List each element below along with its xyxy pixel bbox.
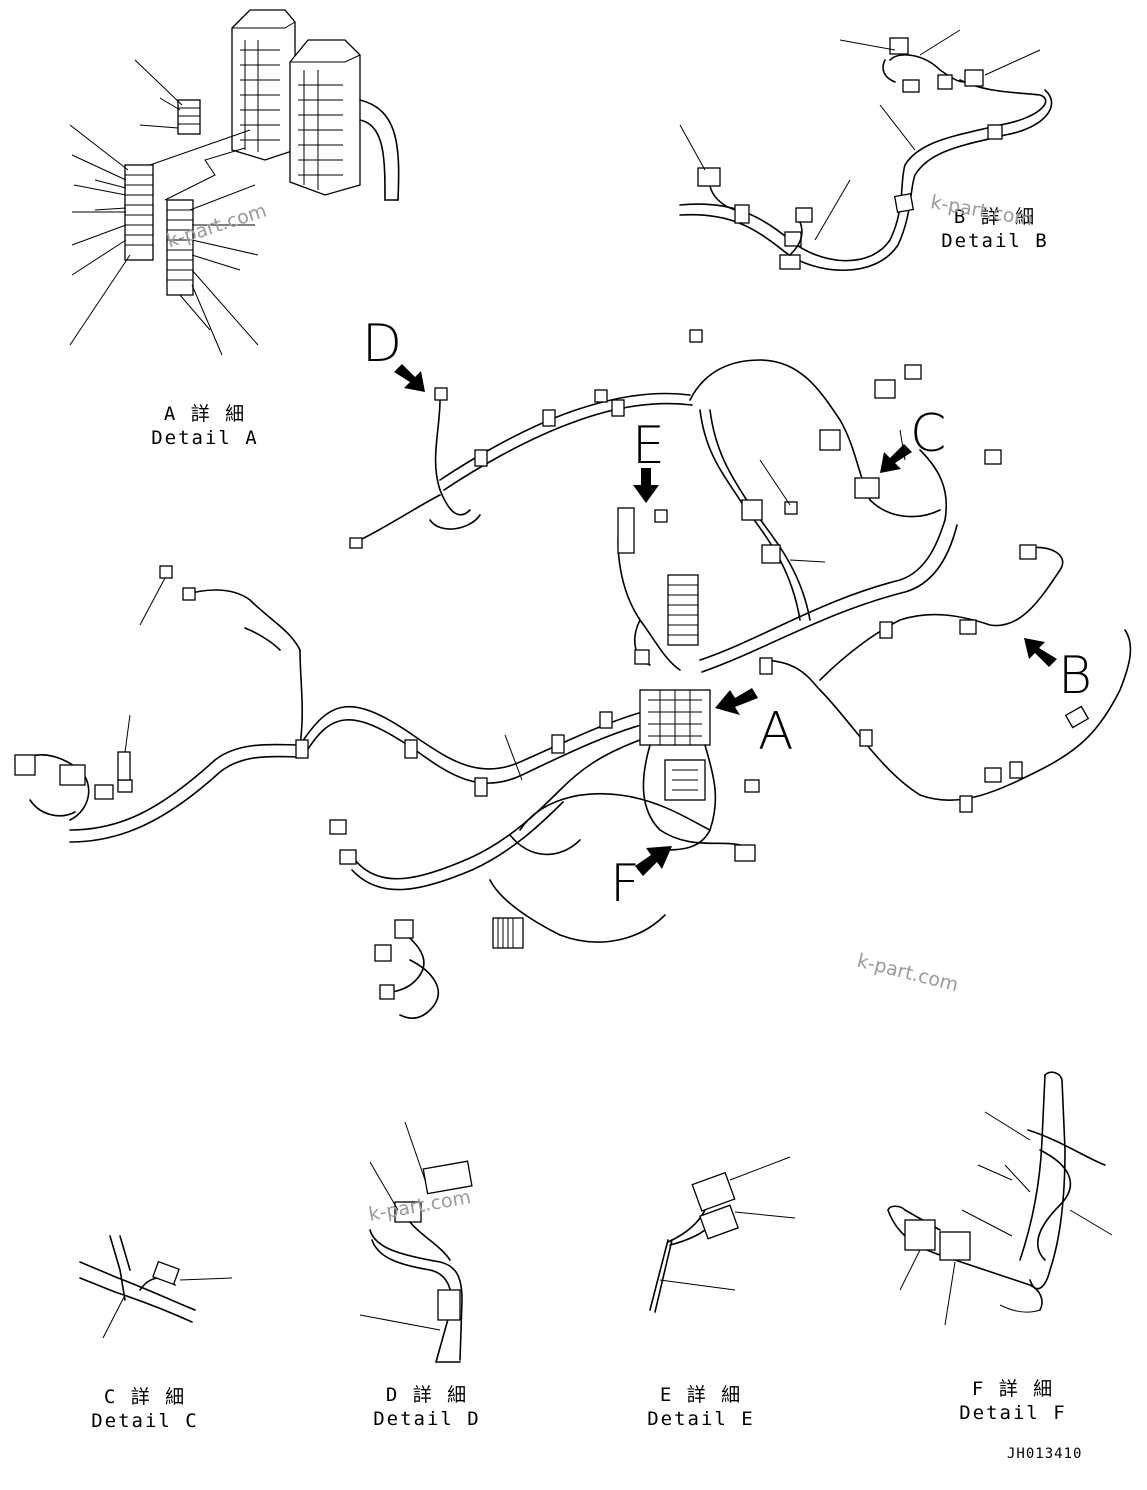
detail-f-label-en: Detail F bbox=[959, 1402, 1067, 1424]
callout-letter-d: D bbox=[362, 314, 403, 374]
callout-letter-f: F bbox=[610, 854, 640, 914]
arrow-c-icon bbox=[880, 444, 912, 473]
detail-c-drawing bbox=[79, 1235, 233, 1339]
detail-e-label-jp: E 詳 細 bbox=[659, 1384, 743, 1406]
detail-e-label: E 詳 細 Detail E bbox=[636, 1383, 766, 1431]
callout-letter-b: B bbox=[1058, 646, 1093, 706]
callout-letter-e: E bbox=[632, 416, 665, 476]
drawing-code: JH013410 bbox=[1007, 1446, 1083, 1462]
main-harness-drawing bbox=[14, 329, 1132, 1020]
arrow-d-icon bbox=[394, 364, 425, 392]
detail-a-label: A 詳 細 Detail A bbox=[140, 402, 270, 450]
detail-b-label: B 詳 細 Detail B bbox=[930, 205, 1060, 253]
detail-c-label-en: Detail C bbox=[91, 1410, 199, 1432]
arrow-b-icon bbox=[1024, 638, 1057, 667]
detail-b-drawing bbox=[679, 29, 1053, 272]
detail-b-label-jp: B 詳 細 bbox=[953, 206, 1037, 228]
arrow-e-icon bbox=[633, 468, 659, 503]
detail-f-label: F 詳 細 Detail F bbox=[948, 1377, 1078, 1425]
callout-letter-c: C bbox=[910, 404, 947, 464]
detail-b-label-en: Detail B bbox=[941, 230, 1049, 252]
detail-c-label: C 詳 細 Detail C bbox=[80, 1385, 210, 1433]
callout-arrows bbox=[394, 364, 1057, 876]
detail-d-label-en: Detail D bbox=[373, 1408, 481, 1430]
detail-c-label-jp: C 詳 細 bbox=[103, 1386, 187, 1408]
arrow-f-icon bbox=[635, 846, 672, 876]
detail-a-drawing bbox=[69, 9, 400, 356]
detail-f-label-jp: F 詳 細 bbox=[971, 1378, 1055, 1400]
detail-e-drawing bbox=[649, 1156, 796, 1313]
detail-d-drawing bbox=[359, 1121, 473, 1363]
arrow-a-icon bbox=[715, 688, 758, 715]
detail-a-label-jp: A 詳 細 bbox=[163, 403, 247, 425]
detail-a-label-en: Detail A bbox=[151, 427, 259, 449]
detail-d-label-jp: D 詳 細 bbox=[385, 1384, 469, 1406]
detail-d-label: D 詳 細 Detail D bbox=[362, 1383, 492, 1431]
callout-letter-a: A bbox=[758, 702, 794, 762]
detail-e-label-en: Detail E bbox=[647, 1408, 755, 1430]
detail-f-drawing bbox=[887, 1071, 1113, 1326]
